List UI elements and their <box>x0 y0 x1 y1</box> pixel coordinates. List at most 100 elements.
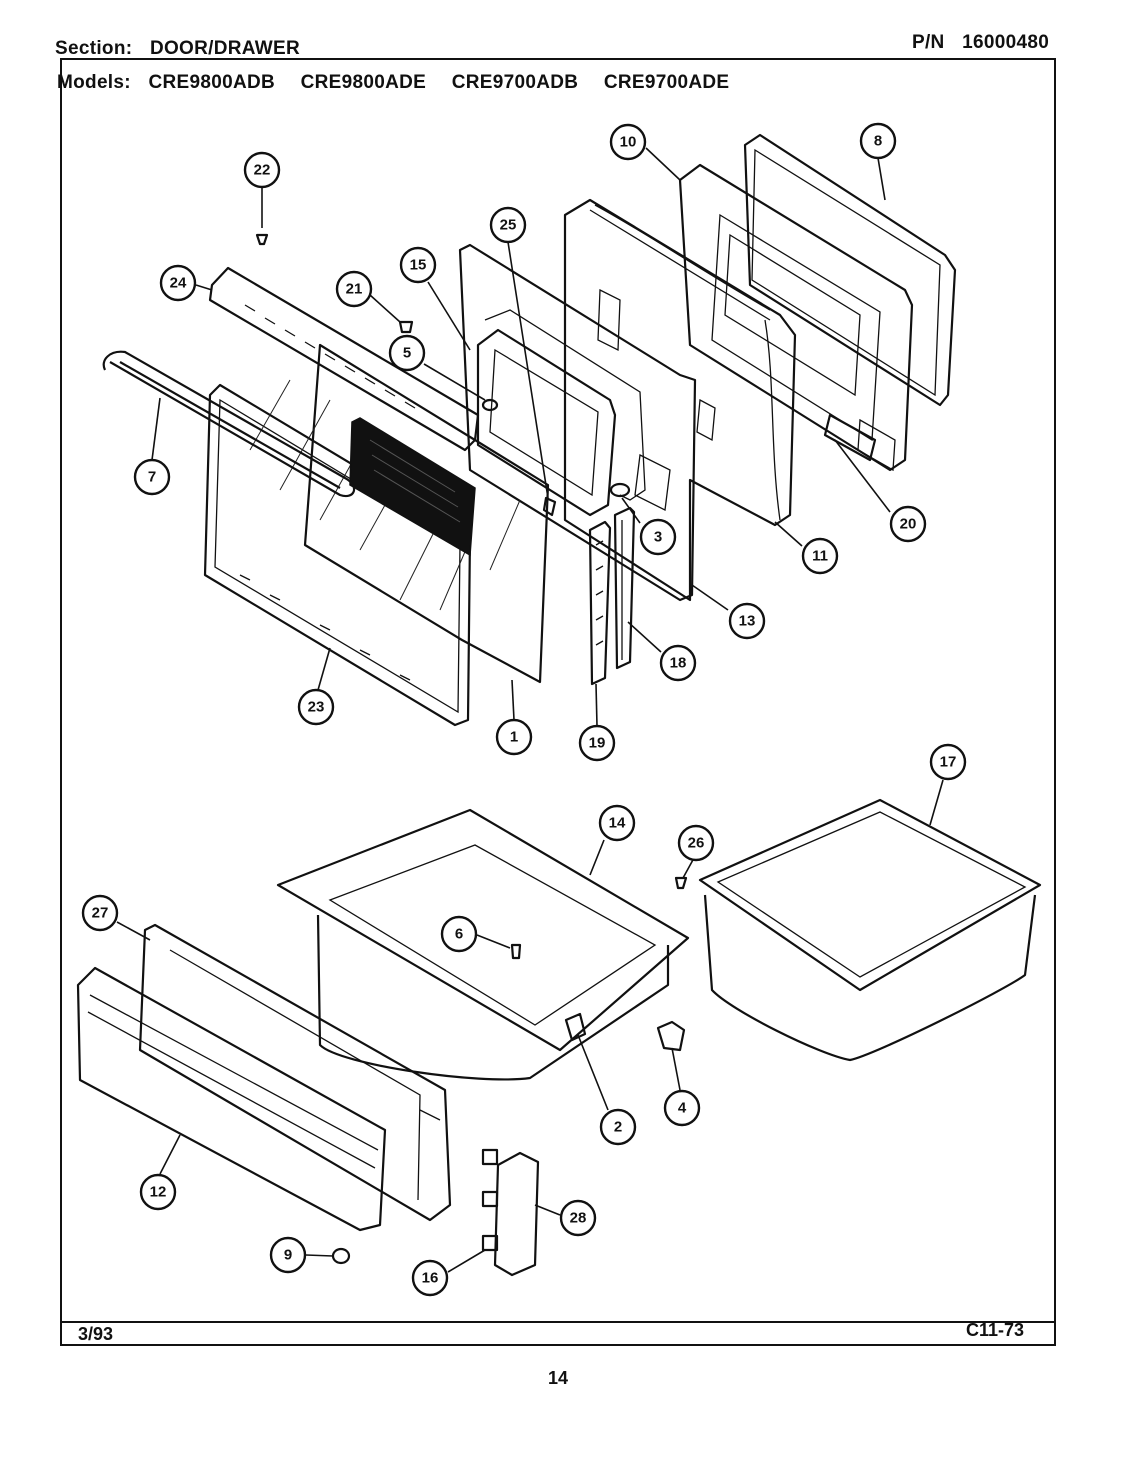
callout-2: 2 <box>599 1108 637 1146</box>
callout-4: 4 <box>663 1089 701 1127</box>
callout-13: 13 <box>728 602 766 640</box>
callout-1: 1 <box>495 718 533 756</box>
model-4: CRE9700ADE <box>603 72 730 93</box>
callout-4-text: 4 <box>678 1100 687 1117</box>
part-drawer-tub <box>698 798 1042 1062</box>
callout-27-text: 27 <box>92 905 109 922</box>
part-inner-door-panel <box>678 163 914 472</box>
callout-15-text: 15 <box>410 257 427 274</box>
models-line: Models: CRE9800ADB CRE9800ADE CRE9700ADB… <box>57 72 749 94</box>
callout-7-text: 7 <box>148 469 156 486</box>
footer-code: C11-73 <box>966 1320 1025 1340</box>
diagram-frame <box>60 58 1056 1346</box>
callout-15: 15 <box>399 246 437 284</box>
footer-separator <box>60 1321 1056 1323</box>
callout-14-text: 14 <box>609 815 626 832</box>
model-2: CRE9800ADE <box>300 72 427 93</box>
callout-23-text: 23 <box>308 699 325 716</box>
callout-2-text: 2 <box>614 1119 622 1136</box>
part-hinge-18 <box>613 506 636 670</box>
callout-20: 20 <box>889 505 927 543</box>
callout-27: 27 <box>81 894 119 932</box>
callout-17: 17 <box>929 743 967 781</box>
callout-19: 19 <box>578 724 616 762</box>
callout-23: 23 <box>297 688 335 726</box>
part-end-cap <box>493 1151 540 1277</box>
callout-22: 22 <box>243 151 281 189</box>
part-small-hardware <box>510 876 688 1052</box>
callout-11-text: 11 <box>812 548 828 565</box>
callout-21-text: 21 <box>346 281 363 298</box>
callout-21: 21 <box>335 270 373 308</box>
part-vent-trim <box>208 266 480 452</box>
callout-28: 28 <box>559 1199 597 1237</box>
part-window-frame <box>476 309 646 517</box>
part-hinge-19 <box>588 520 612 686</box>
model-3: CRE9700ADB <box>451 72 579 93</box>
part-screw-22 <box>255 233 269 246</box>
callout-11: 11 <box>801 537 839 575</box>
callout-26: 26 <box>677 824 715 862</box>
callout-17-text: 17 <box>940 754 957 771</box>
callout-5-text: 5 <box>403 345 411 362</box>
section-header: Section: DOOR/DRAWER <box>55 38 300 60</box>
part-door-liner <box>458 243 716 602</box>
callout-9-text: 9 <box>284 1247 292 1264</box>
footer-date: 3/93 <box>78 1324 114 1344</box>
callout-25-text: 25 <box>500 217 517 234</box>
callout-6-text: 6 <box>455 926 463 943</box>
pn-label: P/N <box>912 32 945 53</box>
callout-24-text: 24 <box>170 275 187 292</box>
leader-lines <box>116 147 944 1273</box>
part-bumper <box>609 482 631 498</box>
part-clips-16 <box>481 1148 499 1252</box>
callout-10-text: 10 <box>620 134 637 151</box>
callout-22-text: 22 <box>254 162 271 179</box>
part-bumper-9 <box>331 1247 351 1265</box>
part-vent-screen <box>349 417 476 557</box>
callout-5: 5 <box>388 334 426 372</box>
part-number: P/N 16000480 <box>912 32 1049 54</box>
part-drawer-front <box>76 966 387 1232</box>
callout-12: 12 <box>139 1173 177 1211</box>
part-screw-21 <box>398 320 414 334</box>
callout-16-text: 16 <box>422 1270 439 1287</box>
part-drawer <box>276 808 690 1081</box>
callout-10: 10 <box>609 123 647 161</box>
callout-25: 25 <box>489 206 527 244</box>
callout-24: 24 <box>159 264 197 302</box>
callout-20-text: 20 <box>900 516 917 533</box>
page-number: 14 <box>548 1368 569 1388</box>
model-1: CRE9800ADB <box>148 72 276 93</box>
section-value: DOOR/DRAWER <box>149 38 300 59</box>
callout-18: 18 <box>659 644 697 682</box>
part-outer-door-frame <box>203 383 472 727</box>
callout-14: 14 <box>598 804 636 842</box>
pn-value: 16000480 <box>962 32 1050 53</box>
callout-1-text: 1 <box>510 729 518 746</box>
part-door-gasket <box>743 133 957 407</box>
part-door-handle <box>102 350 356 498</box>
section-label: Section: <box>55 38 133 59</box>
callout-13-text: 13 <box>739 613 756 630</box>
callout-26-text: 26 <box>688 835 705 852</box>
part-drawer-inner-panel <box>138 923 452 1222</box>
callout-8: 8 <box>859 122 897 160</box>
callout-6: 6 <box>440 915 478 953</box>
callout-28-text: 28 <box>570 1210 587 1227</box>
models-label: Models: <box>57 72 131 93</box>
callout-18-text: 18 <box>670 655 687 672</box>
part-insulation <box>563 198 797 602</box>
part-screw-25 <box>542 496 557 517</box>
callout-16: 16 <box>411 1259 449 1297</box>
part-bracket-20 <box>823 413 877 462</box>
callout-8-text: 8 <box>874 133 882 150</box>
part-screw-5 <box>481 398 499 412</box>
callout-9: 9 <box>269 1236 307 1274</box>
callout-12-text: 12 <box>150 1184 167 1201</box>
callout-3-text: 3 <box>654 529 662 546</box>
callout-7: 7 <box>133 458 171 496</box>
callout-3: 3 <box>639 518 677 556</box>
callout-19-text: 19 <box>589 735 606 752</box>
